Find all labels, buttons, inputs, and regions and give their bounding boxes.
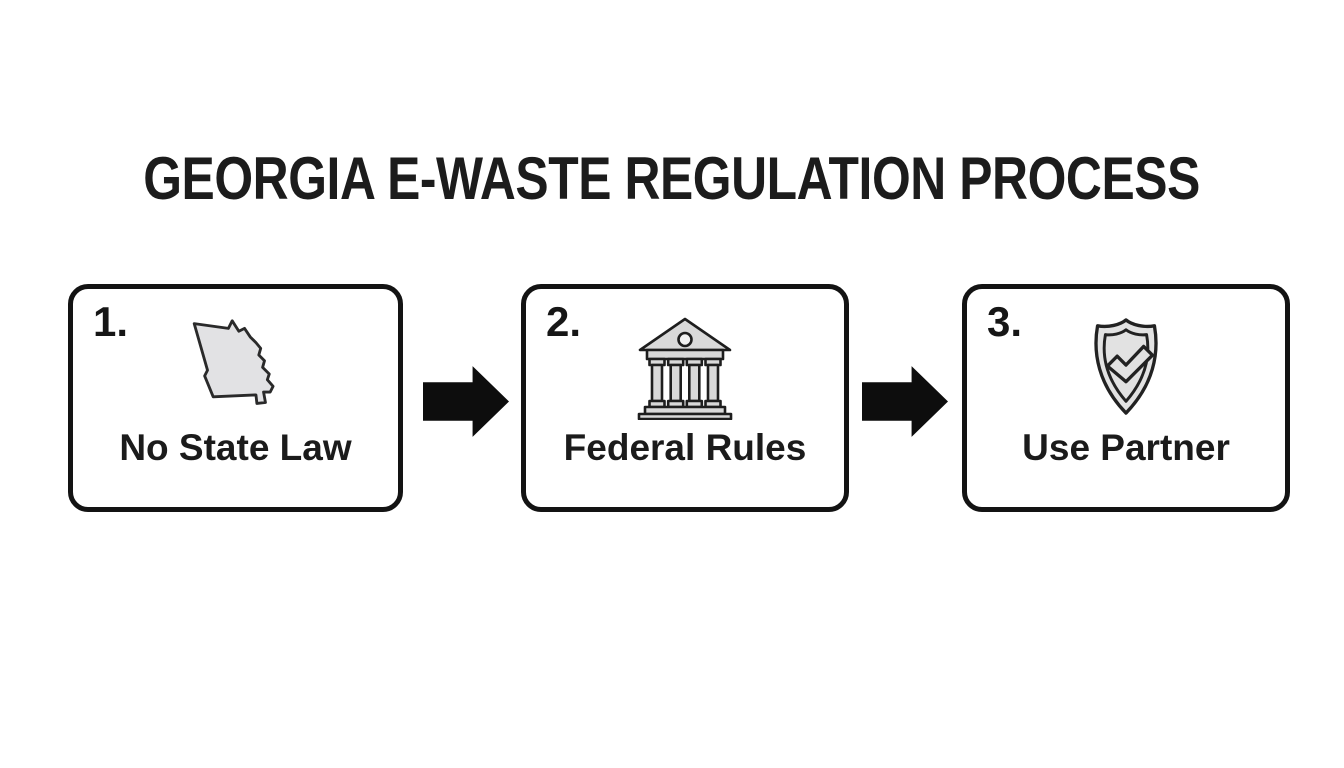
step-number: 3. bbox=[987, 298, 1023, 345]
georgia-state-icon bbox=[179, 316, 293, 413]
page-title-text: GEORGIA E-WASTE REGULATION PROCESS bbox=[143, 145, 1201, 212]
page-title: GEORGIA E-WASTE REGULATION PROCESS bbox=[0, 144, 1344, 213]
bank-building-icon bbox=[635, 316, 735, 421]
shield-check-icon bbox=[1087, 316, 1165, 417]
step-label: No State Law bbox=[119, 427, 352, 468]
step-box-no-state-law: 1. No State Law bbox=[68, 284, 403, 512]
flow-arrow-icon bbox=[423, 366, 509, 437]
step-label: Federal Rules bbox=[563, 427, 807, 468]
flow-arrow-icon bbox=[862, 366, 948, 437]
step-box-federal-rules: 2. bbox=[521, 284, 849, 512]
step-number: 1. bbox=[93, 298, 129, 345]
step-label: Use Partner bbox=[1022, 427, 1230, 468]
step-number: 2. bbox=[546, 298, 582, 345]
step-box-use-partner: 3. Use Partner bbox=[962, 284, 1290, 512]
